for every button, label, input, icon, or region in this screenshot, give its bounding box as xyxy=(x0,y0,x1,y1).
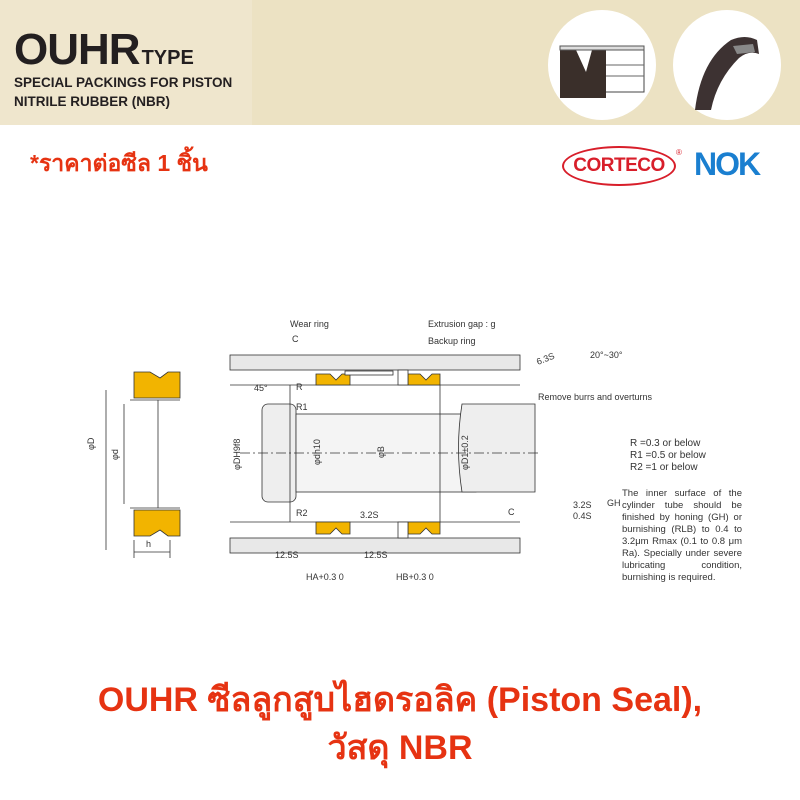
seal-ring-photo xyxy=(673,10,781,120)
c-top-label: C xyxy=(292,334,299,344)
dh-label: φDH9f8 xyxy=(232,439,242,470)
type-label: TYPE xyxy=(141,47,194,69)
roughness-12-5b-label: 12.5S xyxy=(364,550,388,560)
r1-label: R1 xyxy=(296,402,308,412)
ha-label: HA+0.3 0 xyxy=(306,572,344,582)
corteco-logo: CORTECO xyxy=(562,146,676,186)
r2-label: R2 xyxy=(296,508,308,518)
dh10-label: φdh10 xyxy=(312,439,322,465)
angle-20-30-label: 20°~30° xyxy=(590,350,623,360)
c-right-label: C xyxy=(508,507,515,517)
roughness-3-2b-label: 3.2S xyxy=(573,500,592,510)
roughness-3-2-label: 3.2S xyxy=(360,510,379,520)
registered-mark: ® xyxy=(676,148,682,157)
subtitle-1: SPECIAL PACKINGS FOR PISTON xyxy=(14,75,233,90)
r2-note: R2 =1 or below xyxy=(630,462,698,473)
model-name: OUHR xyxy=(14,25,141,74)
roughness-0-4-label: 0.4S xyxy=(573,511,592,521)
label-d: φD xyxy=(86,437,96,450)
r-label: R xyxy=(296,382,303,392)
cylinder-assembly xyxy=(229,354,540,554)
seal-ring-image xyxy=(695,37,759,110)
gh-label: GH xyxy=(607,498,621,508)
header-left-panel xyxy=(0,0,252,125)
extrusion-gap-label: Extrusion gap : g xyxy=(428,319,496,329)
hb-label: HB+0.3 0 xyxy=(396,572,434,582)
seal-section-photo xyxy=(548,10,656,120)
subtitle-2: NITRILE RUBBER (NBR) xyxy=(14,94,170,109)
technical-diagram: φD φd h Wear ring Extrusion gap : g Back… xyxy=(86,319,653,582)
angle-45-label: 45° xyxy=(254,383,268,393)
r-note: R =0.3 or below xyxy=(630,438,701,449)
roughness-6-3-label: 6.3S xyxy=(535,351,556,367)
label-h: h xyxy=(146,539,151,549)
backup-ring-label: Backup ring xyxy=(428,336,476,346)
title-line-1: OUHR ซีลลูกสูบไฮดรอลิค (Piston Seal), xyxy=(97,681,703,719)
seal-cross-section xyxy=(105,371,181,558)
roughness-12-5a-label: 12.5S xyxy=(275,550,299,560)
d1-label: φD1±0.2 xyxy=(460,435,470,470)
remove-burrs-label: Remove burrs and overturns xyxy=(538,392,653,402)
nok-logo: NOK xyxy=(694,146,761,182)
r1-note: R1 =0.5 or below xyxy=(630,450,706,461)
b-label: φB xyxy=(376,446,386,458)
radius-notes: R =0.3 or below R1 =0.5 or below R2 =1 o… xyxy=(630,438,706,474)
title-line-2: วัสดุ NBR xyxy=(327,729,473,767)
surface-note: The inner surface of the cylinder tube s… xyxy=(622,488,742,583)
label-d-small: φd xyxy=(110,449,120,460)
wear-ring-label: Wear ring xyxy=(290,319,329,329)
price-note: *ราคาต่อซีล 1 ชิ้น xyxy=(30,150,208,176)
seal-section-image xyxy=(559,45,645,98)
